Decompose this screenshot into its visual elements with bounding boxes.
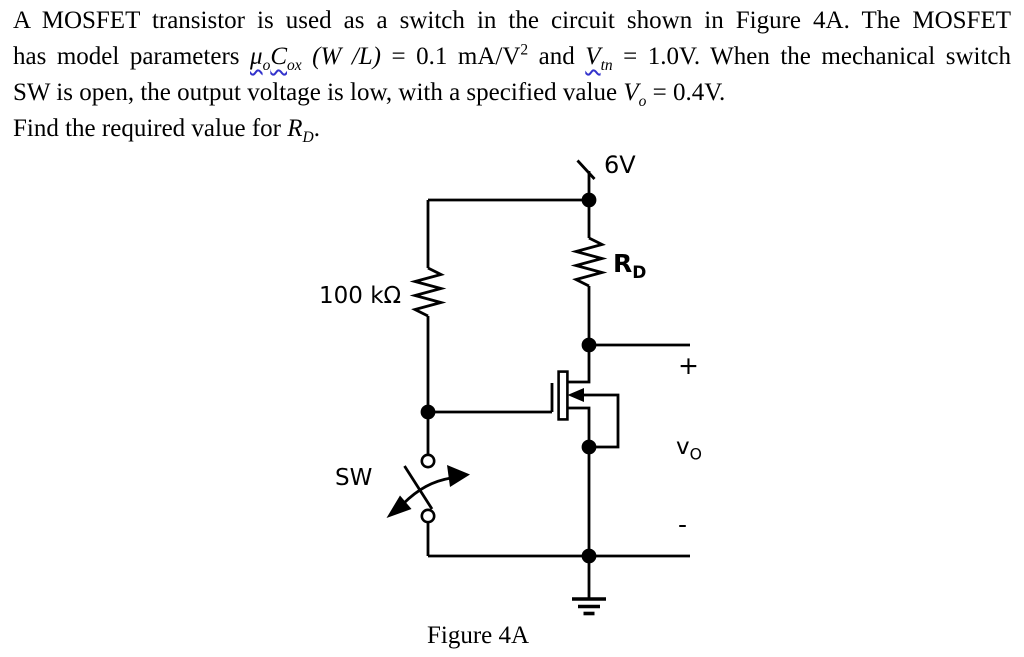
mosfet-source-wire bbox=[568, 406, 591, 556]
mu-cox-term: μoCox bbox=[250, 43, 302, 73]
problem-text-line-1: A MOSFET transistor is used as a switch … bbox=[13, 3, 1011, 39]
mosfet-drain-wire bbox=[568, 345, 591, 384]
rd-symbol: R bbox=[287, 115, 303, 142]
junction-dot-source bbox=[581, 439, 597, 455]
left-resistor-label: 100 kΩ bbox=[319, 283, 402, 309]
left-resistor-zigzag bbox=[409, 266, 447, 318]
switch-arrow-right-icon bbox=[447, 465, 470, 487]
drain-resistor-label: RD bbox=[613, 249, 646, 282]
mu-symbol: μ bbox=[250, 43, 263, 70]
line2-text-c: and bbox=[528, 43, 586, 70]
vo-symbol: V bbox=[623, 79, 639, 106]
minus-sign: - bbox=[678, 510, 688, 539]
cox-subscript: ox bbox=[287, 57, 302, 74]
junction-dot-ground bbox=[581, 548, 597, 564]
output-voltage-label: vO bbox=[676, 434, 702, 462]
plus-sign: + bbox=[678, 351, 699, 380]
vo-subscript: o bbox=[638, 93, 647, 110]
cox-symbol: C bbox=[270, 43, 288, 70]
ground-icon bbox=[572, 597, 606, 616]
supply-label: 6V bbox=[604, 151, 636, 179]
problem-text-line-2: has model parameters μoCox (W /L) = 0.1 … bbox=[13, 39, 1011, 75]
switch-arc bbox=[402, 476, 452, 505]
line2-text-d: = 1.0V. When the mechanical switch bbox=[612, 43, 1011, 70]
line1-text: A MOSFET transistor is used as a switch … bbox=[13, 7, 1011, 34]
switch-terminal-bottom bbox=[420, 508, 436, 524]
vtn-term: Vtn bbox=[585, 43, 612, 73]
line2-text-a: has model parameters bbox=[13, 43, 251, 70]
mu-subscript: o bbox=[262, 57, 271, 74]
junction-dot-drain bbox=[581, 337, 597, 353]
junction-dot-supply bbox=[581, 192, 597, 208]
body-arrow-icon bbox=[567, 388, 584, 402]
rd-subscript: D bbox=[302, 129, 314, 146]
problem-text-line-4: Find the required value for RD. bbox=[13, 111, 1011, 147]
drain-resistor-symbol: R bbox=[613, 249, 633, 278]
junction-dot-gate bbox=[420, 404, 436, 420]
problem-text-line-3: SW is open, the output voltage is low, w… bbox=[13, 75, 1011, 111]
vtn-symbol: V bbox=[585, 43, 601, 70]
supply-tick-icon bbox=[576, 159, 596, 180]
vtn-subscript: tn bbox=[600, 57, 613, 74]
drain-resistor-zigzag bbox=[570, 236, 608, 288]
mosfet-body-wire bbox=[583, 393, 620, 449]
output-voltage-subscript: O bbox=[689, 444, 702, 464]
switch-terminal-top bbox=[420, 453, 436, 469]
output-voltage-symbol: v bbox=[676, 434, 690, 460]
line2-text-b: = 0.1 mA/V bbox=[381, 43, 521, 70]
line3-text-a: SW is open, the output voltage is low, w… bbox=[13, 79, 624, 106]
drain-resistor-subscript: D bbox=[632, 263, 647, 283]
line3-text-b: = 0.4V. bbox=[646, 79, 726, 106]
wl-term: (W /L) bbox=[301, 43, 382, 70]
line4-text-b: . bbox=[313, 115, 320, 142]
squared-superscript: 2 bbox=[520, 41, 529, 59]
figure-caption: Figure 4A bbox=[427, 622, 530, 649]
switch-arrow-left-icon bbox=[386, 495, 412, 518]
line4-text-a: Find the required value for bbox=[13, 115, 288, 142]
mosfet-channel-bar bbox=[557, 370, 569, 421]
switch-blade bbox=[403, 465, 434, 510]
switch-label: SW bbox=[335, 465, 373, 491]
problem-statement: A MOSFET transistor is used as a switch … bbox=[13, 3, 1011, 147]
